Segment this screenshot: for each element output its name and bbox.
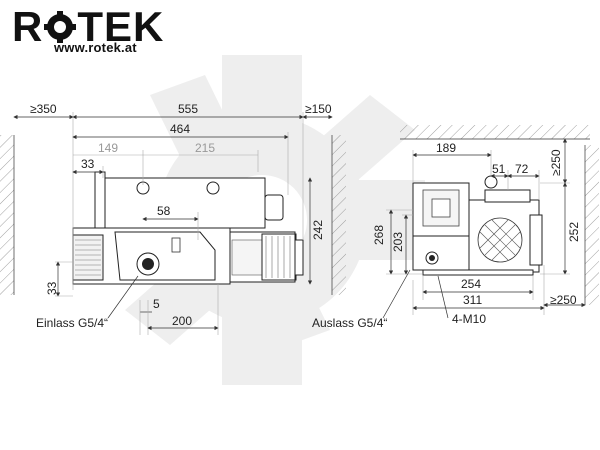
dim-149: 149 — [98, 141, 118, 155]
dim-51: 51 — [492, 162, 506, 176]
wall-hatching — [0, 125, 599, 305]
dim-33-left: 33 — [45, 281, 59, 295]
dim-33-top: 33 — [81, 157, 95, 171]
dim-clear-left: ≥350 — [30, 102, 57, 116]
dim-242: 242 — [311, 220, 325, 240]
front-view-pump — [412, 175, 543, 276]
dim-464: 464 — [170, 122, 190, 136]
gear-o-icon — [43, 6, 77, 48]
mount-label: 4-M10 — [452, 312, 486, 326]
dim-clear-top: ≥250 — [549, 149, 563, 176]
dim-5: 5 — [153, 297, 160, 311]
dim-200: 200 — [172, 314, 192, 328]
side-view-pump — [72, 171, 304, 285]
front-dimension-lines — [382, 138, 586, 319]
dim-252: 252 — [567, 222, 581, 242]
dim-215: 215 — [195, 141, 215, 155]
dim-58: 58 — [157, 204, 171, 218]
dim-72: 72 — [515, 162, 529, 176]
dim-203: 203 — [391, 232, 405, 252]
dim-clear-bottom: ≥250 — [550, 293, 577, 307]
outlet-label: Auslass G5/4“ — [312, 316, 387, 330]
dim-overall-555: 555 — [178, 102, 198, 116]
website-url: www.rotek.at — [54, 40, 137, 55]
dim-268: 268 — [372, 225, 386, 245]
dim-254: 254 — [461, 277, 481, 291]
side-dimension-lines — [13, 112, 333, 335]
dim-clear-right: ≥150 — [305, 102, 332, 116]
dim-189: 189 — [436, 141, 456, 155]
dim-311: 311 — [463, 293, 482, 307]
inlet-label: Einlass G5/4“ — [36, 316, 108, 330]
